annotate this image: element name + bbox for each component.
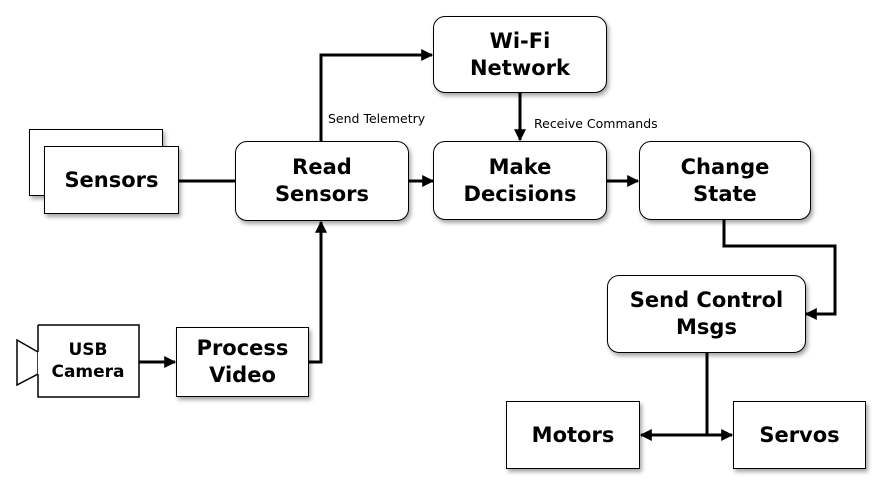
- send-control-msgs-label: Send Control Msgs: [629, 288, 784, 339]
- edge-change-state-to-send-control: [722, 220, 837, 320]
- send-control-msgs-node: Send Control Msgs: [607, 275, 806, 353]
- camera-lens-icon: [16, 338, 39, 387]
- read-sensors-label: Read Sensors: [274, 155, 370, 206]
- usb-camera-label: USB Camera: [51, 340, 125, 382]
- wifi-network-node: Wi-Fi Network: [433, 16, 607, 93]
- edge-read-sensors-to-wifi: [319, 49, 434, 142]
- servos-label: Servos: [759, 422, 840, 447]
- servos-node: Servos: [733, 401, 866, 469]
- change-state-node: Change State: [639, 141, 811, 220]
- wifi-network-label: Wi-Fi Network: [469, 28, 570, 80]
- edge-process-video-to-read-sensors: [309, 220, 327, 364]
- send-telemetry-label: Send Telemetry: [328, 111, 426, 126]
- sensors-node: Sensors: [44, 146, 179, 214]
- camera-body-icon: [37, 324, 140, 398]
- read-sensors-node: Read Sensors: [235, 141, 409, 221]
- make-decisions-label: Make Decisions: [463, 154, 577, 206]
- sensors-label: Sensors: [64, 167, 159, 192]
- receive-commands-label: Receive Commands: [534, 116, 658, 131]
- process-video-label: Process Video: [196, 336, 289, 387]
- motors-label: Motors: [531, 422, 615, 447]
- process-video-node: Process Video: [176, 327, 309, 397]
- make-decisions-node: Make Decisions: [433, 141, 607, 220]
- change-state-label: Change State: [680, 154, 770, 206]
- motors-node: Motors: [506, 401, 640, 469]
